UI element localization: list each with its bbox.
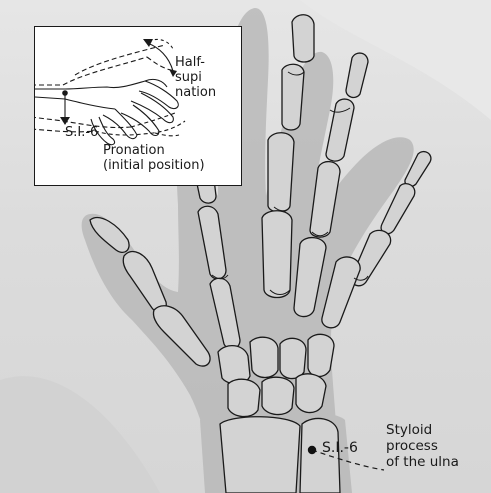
styloid-callout: Styloid process of the ulna [386,422,459,470]
carpal-bone [296,374,326,413]
half-supination-line-3: nation [175,85,216,100]
hand-outline [35,97,115,109]
radius-bone [220,417,300,493]
main-point-label: S.I.-6 [322,441,358,456]
callout-line-2: process [386,438,459,454]
middle-metacarpal [262,211,292,298]
point-marker-icon [308,446,316,454]
inset-point-label: S.I.-6 [65,125,98,140]
callout-line-3: of the ulna [386,454,459,470]
dashed-hand-outline [131,113,175,127]
hand-outline [35,79,167,89]
pronation-label: Pronation (initial position) [103,143,205,173]
middle-proximal-phalanx [268,133,294,212]
middle-distal-phalanx [292,15,314,62]
carpal-bone [250,337,278,377]
dashed-forearm-outline [35,57,147,85]
carpal-bone [262,377,294,414]
half-supination-label: Half- supi nation [175,55,216,100]
rotation-arrow-icon [143,39,153,47]
carpal-bone [308,334,334,376]
pronation-line-1: Pronation [103,143,205,158]
pronation-line-2: (initial position) [103,158,205,173]
ring-distal-phalanx [346,53,368,97]
down-arrow-icon [60,117,70,125]
half-supination-line-2: supi [175,70,216,85]
carpal-bone [218,346,250,384]
half-supination-line-1: Half- [175,55,216,70]
carpal-bone [280,338,306,378]
inset-panel: Half- supi nation S.I.-6 Pronation (init… [34,26,242,186]
callout-line-1: Styloid [386,422,459,438]
carpal-bone [228,379,260,416]
rotation-arc [147,43,173,71]
point-marker-icon [62,90,68,96]
background-fold [0,376,160,493]
dashed-hand-outline [75,45,165,75]
pronation-outline [155,133,179,136]
